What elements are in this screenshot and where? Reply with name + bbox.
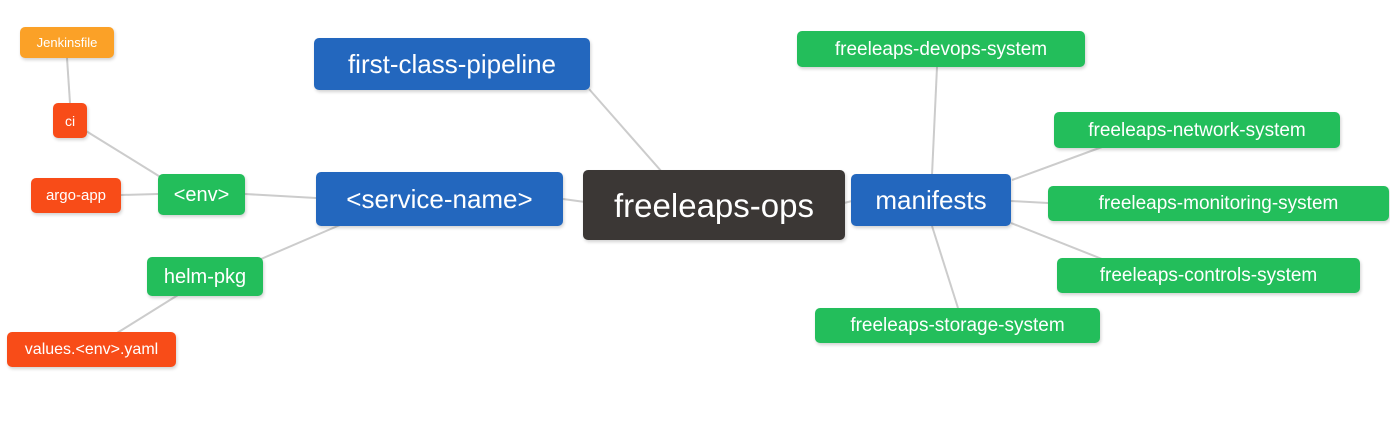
edge-manifests-devops: [931, 66, 938, 176]
node-ci[interactable]: ci: [53, 103, 87, 138]
node-first-class-pipeline[interactable]: first-class-pipeline: [314, 38, 590, 90]
edge-pipeline-ops: [588, 88, 663, 173]
edge-manifests-storage: [931, 225, 959, 309]
node-manifests[interactable]: manifests: [851, 174, 1011, 226]
node-freeleaps-controls-system[interactable]: freeleaps-controls-system: [1057, 258, 1360, 293]
edge-jenkinsfile-ci: [66, 57, 71, 104]
node-freeleaps-network-system[interactable]: freeleaps-network-system: [1054, 112, 1340, 148]
edge-manifests-network: [1011, 146, 1103, 181]
edge-manifests-controls: [1010, 222, 1103, 260]
edge-argo-app-env: [120, 193, 159, 196]
edge-manifests-monitoring: [1010, 200, 1049, 204]
node-freeleaps-storage-system[interactable]: freeleaps-storage-system: [815, 308, 1100, 343]
node-env[interactable]: <env>: [158, 174, 245, 215]
edge-service-name-ops: [562, 198, 586, 203]
node-freeleaps-devops-system[interactable]: freeleaps-devops-system: [797, 31, 1085, 67]
edge-service-name-helm-pkg: [260, 224, 341, 260]
node-argo-app[interactable]: argo-app: [31, 178, 121, 213]
edge-env-service-name: [244, 193, 317, 199]
node-freeleaps-monitoring-system[interactable]: freeleaps-monitoring-system: [1048, 186, 1389, 221]
node-service-name[interactable]: <service-name>: [316, 172, 563, 226]
edge-helm-pkg-values: [116, 294, 179, 334]
edge-ci-env: [85, 130, 163, 179]
edge-ops-manifests: [843, 200, 853, 204]
node-values-env-yaml[interactable]: values.<env>.yaml: [7, 332, 176, 367]
node-helm-pkg[interactable]: helm-pkg: [147, 257, 263, 296]
node-freeleaps-ops-root[interactable]: freeleaps-ops: [583, 170, 845, 240]
node-jenkinsfile[interactable]: Jenkinsfile: [20, 27, 114, 58]
